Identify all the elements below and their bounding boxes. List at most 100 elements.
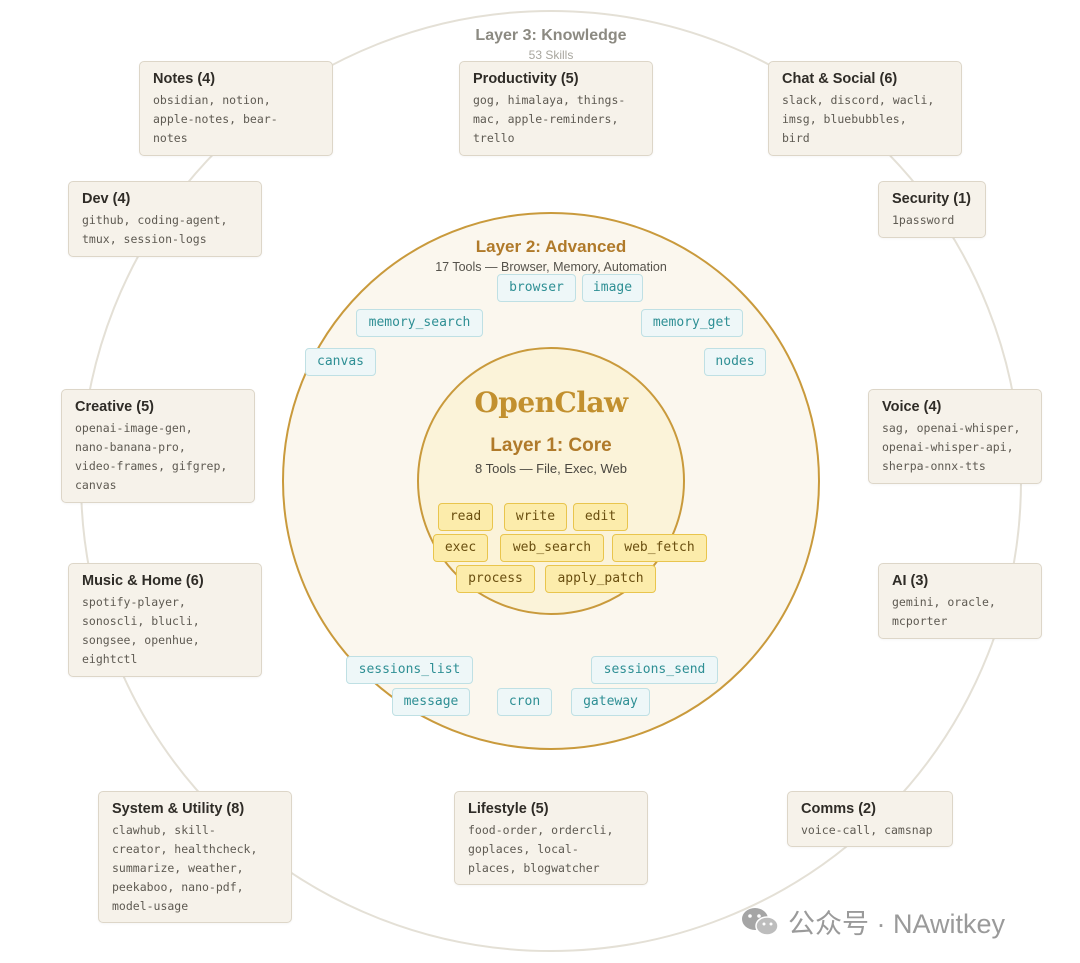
skill-line: songsee, openhue,	[82, 633, 200, 647]
skill-card-items: voice-call, camsnap	[801, 821, 939, 840]
tool-chip-memory-search: memory_search	[356, 309, 483, 337]
skill-line: places, blogwatcher	[468, 861, 600, 875]
watermark: 公众号 · NAwitkey	[740, 902, 1005, 941]
skill-line: video-frames, gifgrep,	[75, 459, 228, 473]
skill-line: summarize, weather,	[112, 861, 244, 875]
skill-line: openai-image-gen,	[75, 421, 193, 435]
skill-card-creative: Creative (5) openai-image-gen, nano-bana…	[61, 389, 255, 503]
skill-card-title: Notes (4)	[153, 71, 216, 87]
tool-chip-process: process	[456, 565, 535, 593]
tool-chip-gateway: gateway	[571, 688, 650, 716]
skill-card-title: Productivity (5)	[473, 71, 579, 87]
skill-line: bird	[782, 131, 810, 145]
tool-chip-web-fetch: web_fetch	[612, 534, 707, 562]
skill-line: clawhub, skill-	[112, 823, 216, 837]
skill-line: creator, healthcheck,	[112, 842, 258, 856]
skill-line: eightctl	[82, 652, 138, 666]
skill-line: imsg, bluebubbles,	[782, 112, 907, 126]
skill-line: gemini, oracle,	[892, 595, 996, 609]
skill-line: peekaboo, nano-pdf,	[112, 880, 244, 894]
skill-line: 1password	[892, 213, 955, 227]
skill-card-title: Voice (4)	[882, 399, 942, 415]
skill-card-chat-social: Chat & Social (6) slack, discord, wacli,…	[768, 61, 962, 156]
tool-chip-apply-patch: apply_patch	[545, 565, 656, 593]
skill-card-voice: Voice (4) sag, openai-whisper, openai-wh…	[868, 389, 1042, 484]
skill-card-dev: Dev (4) github, coding-agent, tmux, sess…	[68, 181, 262, 257]
skill-line: trello	[473, 131, 515, 145]
skill-line: github, coding-agent,	[82, 213, 228, 227]
skill-line: obsidian, notion,	[153, 93, 271, 107]
skill-line: notes	[153, 131, 188, 145]
skill-card-ai: AI (3) gemini, oracle, mcporter	[878, 563, 1042, 639]
tool-chip-image: image	[582, 274, 643, 302]
skill-line: tmux, session-logs	[82, 232, 207, 246]
openclaw-logo: OpenClaw	[474, 386, 628, 419]
wechat-icon	[742, 907, 779, 936]
skill-line: apple-notes, bear-	[153, 112, 278, 126]
skill-line: nano-banana-pro,	[75, 440, 186, 454]
skill-card-security: Security (1) 1password	[878, 181, 986, 238]
skill-card-items: openai-image-gen, nano-banana-pro, video…	[75, 419, 241, 495]
skill-line: canvas	[75, 478, 117, 492]
skill-card-items: sag, openai-whisper, openai-whisper-api,…	[882, 419, 1028, 476]
skill-line: slack, discord, wacli,	[782, 93, 935, 107]
skill-card-items: gog, himalaya, things- mac, apple-remind…	[473, 91, 639, 148]
skill-line: model-usage	[112, 899, 189, 913]
skill-line: sonoscli, blucli,	[82, 614, 200, 628]
layer2-title: Layer 2: Advanced	[475, 237, 627, 256]
skill-line: voice-call, camsnap	[801, 823, 933, 837]
skill-card-system-utility: System & Utility (8) clawhub, skill- cre…	[98, 791, 292, 923]
skill-card-title: System & Utility (8)	[112, 801, 245, 817]
skill-line: sherpa-onnx-tts	[882, 459, 986, 473]
skill-line: gog, himalaya, things-	[473, 93, 626, 107]
skill-card-lifestyle: Lifestyle (5) food-order, ordercli, gopl…	[454, 791, 648, 885]
skill-card-items: slack, discord, wacli, imsg, bluebubbles…	[782, 91, 948, 148]
skill-card-items: github, coding-agent, tmux, session-logs	[82, 211, 248, 249]
tool-chip-edit: edit	[573, 503, 628, 531]
skill-card-title: Comms (2)	[801, 801, 876, 817]
tool-chip-cron: cron	[497, 688, 552, 716]
skill-card-title: Lifestyle (5)	[468, 801, 549, 817]
layer1-subtitle: 8 Tools — File, Exec, Web	[475, 461, 627, 476]
skill-card-title: Chat & Social (6)	[782, 71, 898, 87]
skill-card-notes: Notes (4) obsidian, notion, apple-notes,…	[139, 61, 333, 156]
tool-chip-sessions-list: sessions_list	[346, 656, 473, 684]
tool-chip-memory-get: memory_get	[641, 309, 743, 337]
tool-chip-browser: browser	[497, 274, 576, 302]
layer1-title: Layer 1: Core	[490, 435, 612, 456]
skill-line: mac, apple-reminders,	[473, 112, 619, 126]
skill-card-items: spotify-player, sonoscli, blucli, songse…	[82, 593, 248, 669]
layer3-title: Layer 3: Knowledge	[475, 27, 627, 44]
skill-card-title: Dev (4)	[82, 191, 131, 207]
skill-line: spotify-player,	[82, 595, 186, 609]
tool-chip-web-search: web_search	[500, 534, 604, 562]
skill-card-title: Music & Home (6)	[82, 573, 204, 589]
skill-line: openai-whisper-api,	[882, 440, 1014, 454]
watermark-text: 公众号 · NAwitkey	[788, 909, 1006, 939]
skill-card-music-home: Music & Home (6) spotify-player, sonoscl…	[68, 563, 262, 677]
skill-line: food-order, ordercli,	[468, 823, 614, 837]
skill-card-items: 1password	[892, 211, 972, 230]
skill-card-items: food-order, ordercli, goplaces, local- p…	[468, 821, 634, 878]
tool-chip-exec: exec	[433, 534, 488, 562]
skill-line: sag, openai-whisper,	[882, 421, 1021, 435]
skill-card-items: obsidian, notion, apple-notes, bear- not…	[153, 91, 319, 148]
skill-card-items: gemini, oracle, mcporter	[892, 593, 1028, 631]
skill-card-title: Security (1)	[892, 191, 971, 207]
tool-chip-read: read	[438, 503, 493, 531]
tool-chip-sessions-send: sessions_send	[591, 656, 718, 684]
skill-card-items: clawhub, skill- creator, healthcheck, su…	[112, 821, 278, 916]
layer2-subtitle: 17 Tools — Browser, Memory, Automation	[435, 260, 667, 274]
skill-card-title: Creative (5)	[75, 399, 154, 415]
tool-chip-canvas: canvas	[305, 348, 376, 376]
tool-chip-nodes: nodes	[704, 348, 766, 376]
skill-line: goplaces, local-	[468, 842, 579, 856]
skill-line: mcporter	[892, 614, 948, 628]
skill-card-comms: Comms (2) voice-call, camsnap	[787, 791, 953, 847]
skill-card-productivity: Productivity (5) gog, himalaya, things- …	[459, 61, 653, 156]
skill-card-title: AI (3)	[892, 573, 929, 589]
tool-chip-message: message	[392, 688, 470, 716]
layer3-subtitle: 53 Skills	[528, 48, 574, 62]
tool-chip-write: write	[504, 503, 567, 531]
